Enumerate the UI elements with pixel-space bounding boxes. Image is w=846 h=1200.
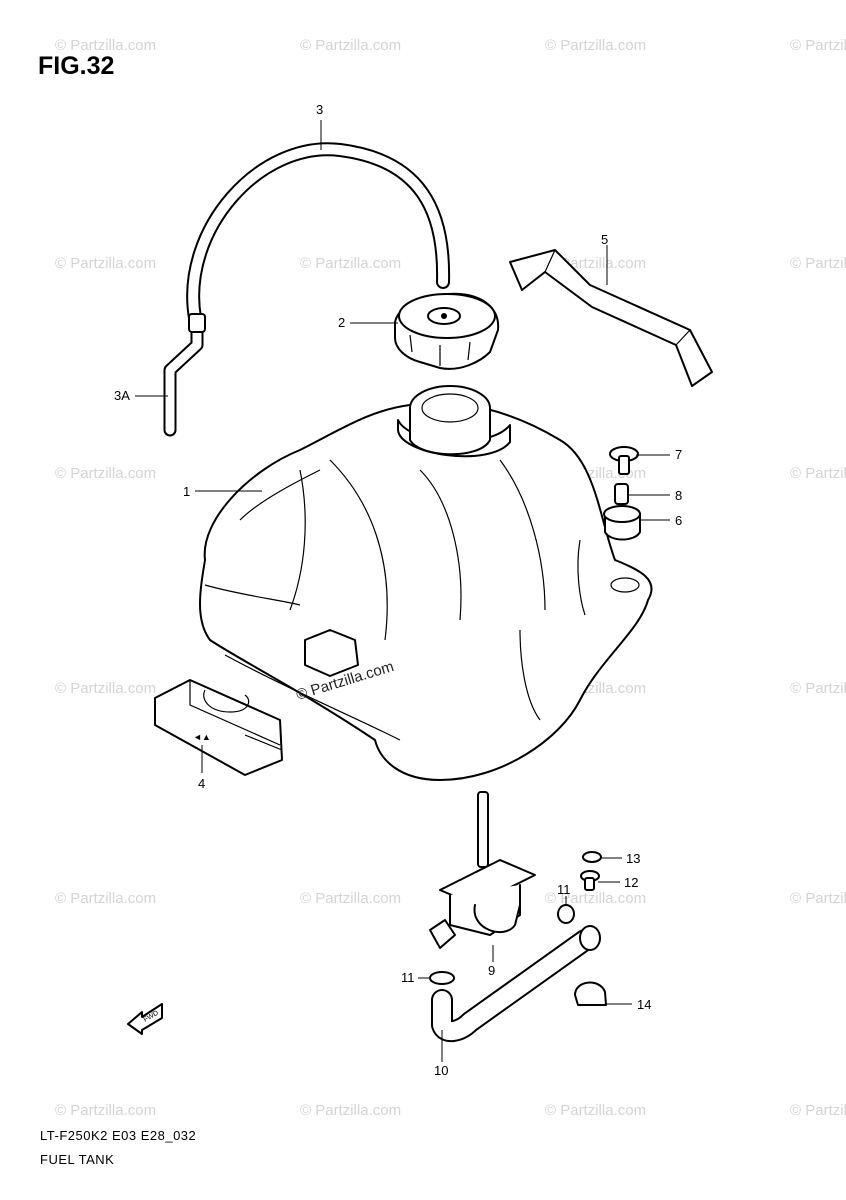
callout-1: 1: [183, 484, 190, 499]
callout-11-lower: 11: [401, 970, 415, 985]
callout-5: 5: [601, 232, 608, 247]
watermark: © Partzilla.com: [55, 465, 156, 482]
fuel-hose-10: [431, 925, 601, 1043]
watermark-grid: © Partzilla.com © Partzilla.com © Partzi…: [55, 37, 846, 1119]
callout-12: 12: [624, 875, 638, 890]
callout-13: 13: [626, 851, 640, 866]
watermark: © Partzilla.com: [545, 1102, 646, 1119]
watermark: © Partzilla.com: [55, 37, 156, 54]
watermark: © Partzilla.com: [300, 255, 401, 272]
watermark: © Partzilla.com: [55, 890, 156, 907]
fuel-cock-9: [429, 791, 536, 949]
bolt-7: [609, 446, 639, 475]
cushion-6: [603, 505, 641, 541]
figure-title: FIG.32: [38, 52, 115, 80]
screw-12: [580, 870, 600, 891]
watermark: © Partzilla.com: [790, 465, 846, 482]
watermark: © Partzilla.com: [55, 680, 156, 697]
svg-text:◄▲: ◄▲: [193, 732, 211, 742]
watermark: © Partzilla.com: [55, 255, 156, 272]
leader-lines: [135, 120, 670, 1062]
clamp-11-lower: [429, 971, 455, 985]
watermark: © Partzilla.com: [790, 37, 846, 54]
washer-13: [582, 851, 602, 863]
clamp-11-upper: [557, 904, 575, 924]
callout-9: 9: [488, 963, 495, 978]
watermark: © Partzilla.com: [300, 37, 401, 54]
callout-10: 10: [434, 1063, 448, 1078]
hose-end-3a: [163, 313, 206, 437]
watermark: © Partzilla.com: [790, 890, 846, 907]
fuel-tank: [199, 385, 653, 781]
callout-11-upper: 11: [557, 882, 571, 897]
callout-14: 14: [637, 997, 651, 1012]
watermark: © Partzilla.com: [300, 1102, 401, 1119]
callout-7: 7: [675, 447, 682, 462]
callout-labels: 3 2 3A 1 4 5 7 8 6 13 12 11 9 11 10 14: [114, 102, 682, 1078]
callout-4: 4: [198, 776, 205, 791]
callout-8: 8: [675, 488, 682, 503]
figure-code: LT-F250K2 E03 E28_032: [40, 1128, 197, 1143]
forward-arrow-icon: FWD: [127, 1003, 163, 1035]
watermark: © Partzilla.com: [790, 680, 846, 697]
tank-strap: [509, 249, 713, 387]
figure-name: FUEL TANK: [40, 1152, 115, 1167]
watermark: © Partzilla.com: [790, 1102, 846, 1119]
collar-8: [614, 483, 629, 505]
breather-hose: [186, 142, 451, 325]
clamp-14: [574, 981, 607, 1006]
watermark: © Partzilla.com: [790, 255, 846, 272]
watermark: © Partzilla.com: [300, 890, 401, 907]
callout-3a: 3A: [114, 388, 130, 403]
watermark: © Partzilla.com: [55, 1102, 156, 1119]
fuel-cap: [394, 292, 500, 370]
callout-3: 3: [316, 102, 323, 117]
watermark: © Partzilla.com: [545, 890, 646, 907]
callout-2: 2: [338, 315, 345, 330]
bracket-cushion-4: ◄▲: [154, 679, 283, 776]
callout-6: 6: [675, 513, 682, 528]
watermark: © Partzilla.com: [545, 37, 646, 54]
